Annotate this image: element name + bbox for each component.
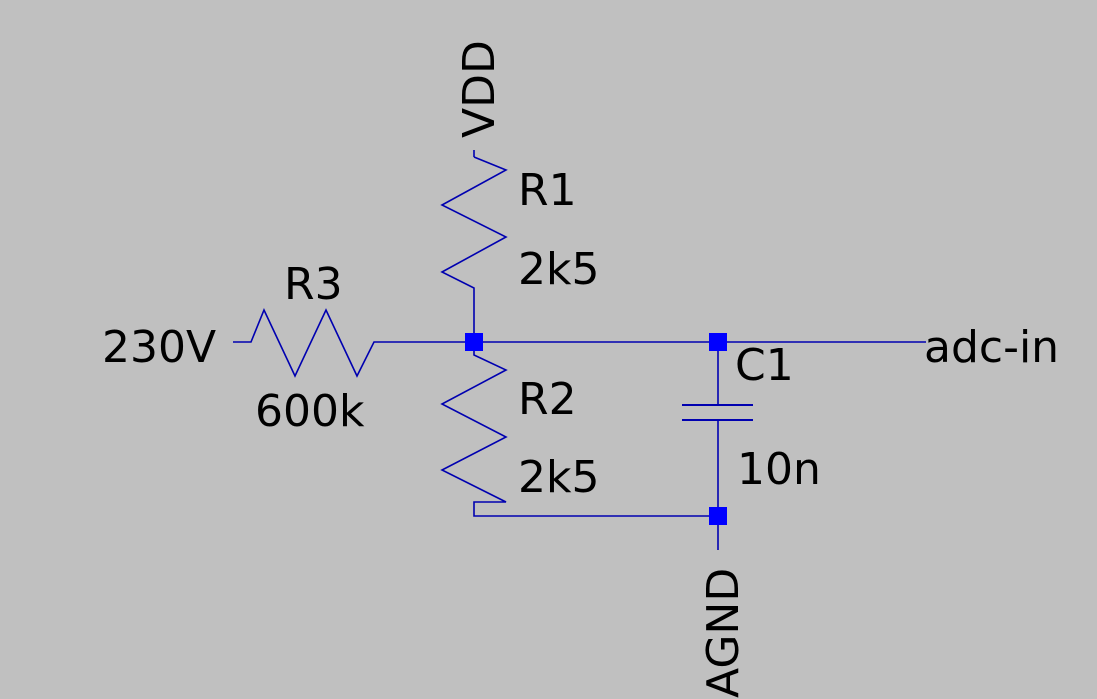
junction-dot [465, 333, 483, 351]
r3-value-label: 600k [255, 386, 365, 437]
r1-resistor-symbol [440, 156, 508, 342]
r2-name-label: R2 [518, 374, 577, 425]
vdd-net-label: VDD [454, 40, 505, 138]
r1-value-label: 2k5 [518, 244, 599, 295]
c1-value-label: 10n [737, 444, 821, 495]
junction-dot [709, 333, 727, 351]
input-net-label: 230V [102, 322, 216, 373]
r3-name-label: R3 [284, 259, 343, 310]
agnd-net-label: AGND [698, 568, 749, 698]
r1-name-label: R1 [518, 165, 577, 216]
junction-dot [709, 507, 727, 525]
output-net-label: adc-in [924, 322, 1059, 373]
r2-resistor-symbol [440, 342, 718, 517]
wires [233, 150, 926, 550]
c1-name-label: C1 [735, 340, 794, 391]
r2-value-label: 2k5 [518, 452, 599, 503]
r3-resistor-symbol [233, 308, 474, 378]
